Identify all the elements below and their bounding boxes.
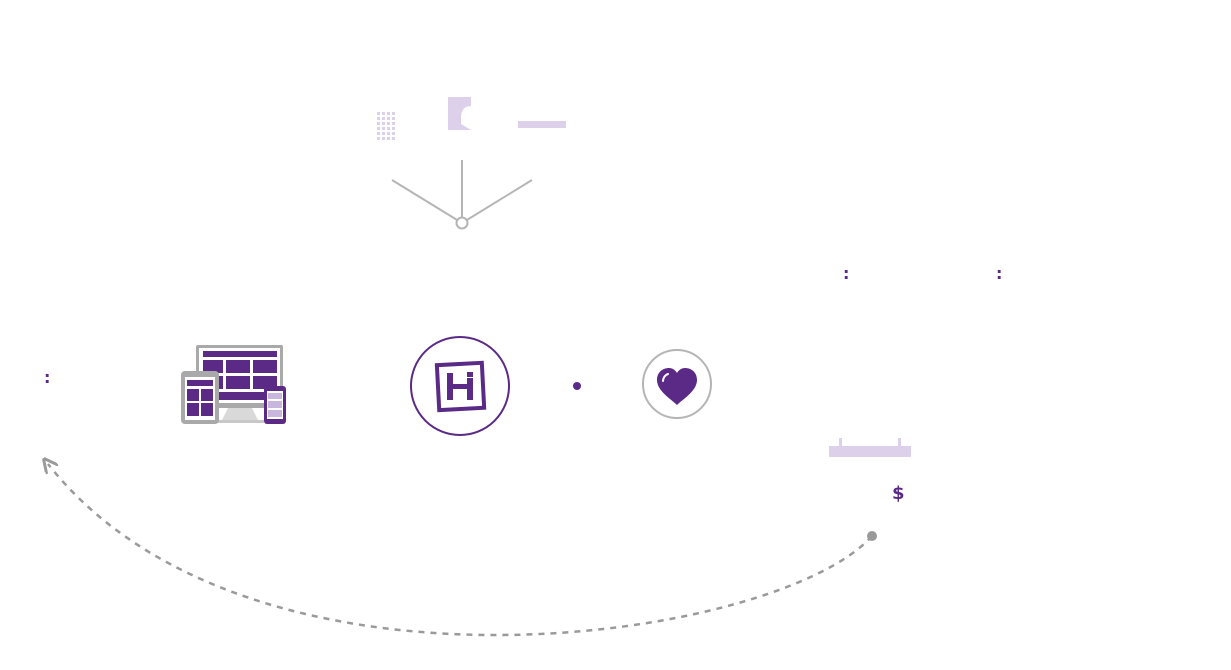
hi-logo <box>410 336 510 436</box>
building-icon <box>376 110 396 142</box>
heart-icon <box>642 349 712 419</box>
bar-icon <box>518 121 566 128</box>
connector-hub-icon <box>391 160 533 230</box>
document-icon <box>448 97 471 130</box>
connector-dot <box>573 382 581 390</box>
colon-marker-right-a: : <box>843 264 850 283</box>
responsive-devices-icon <box>181 345 286 424</box>
calendar-bar-icon <box>829 438 911 457</box>
dollar-icon: $ <box>892 483 905 504</box>
return-arc <box>48 464 873 637</box>
colon-marker-left: : <box>44 368 51 387</box>
arc-start-dot <box>867 531 877 541</box>
colon-marker-right-b: : <box>996 264 1003 283</box>
